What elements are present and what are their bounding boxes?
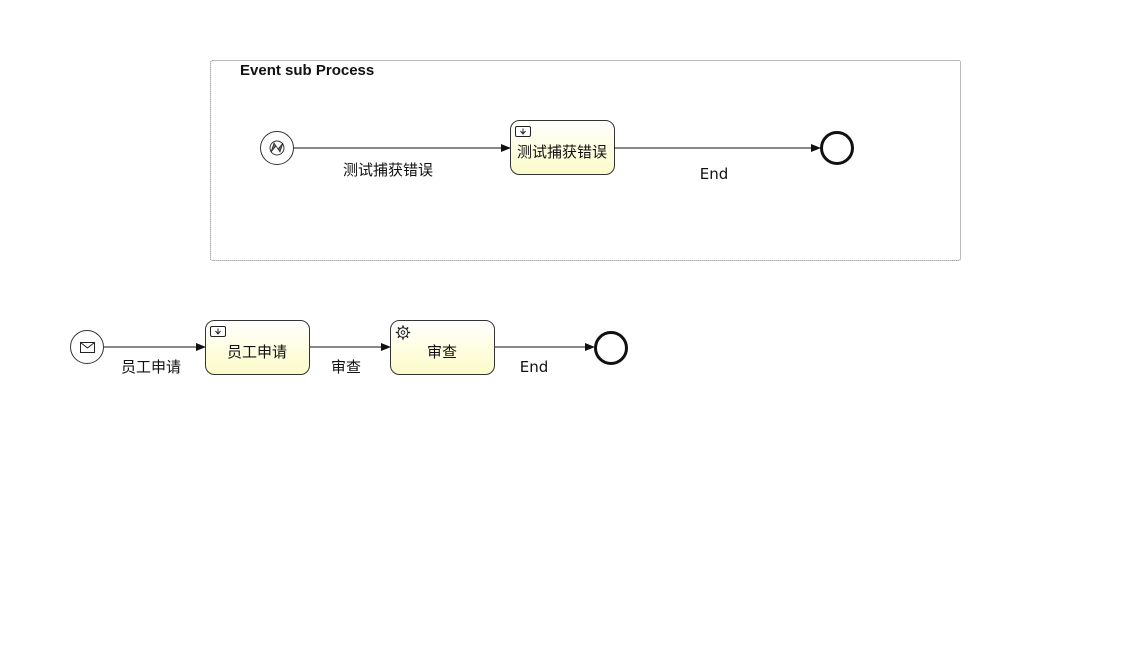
message-start-event[interactable] — [70, 330, 104, 364]
service-task-icon — [395, 325, 411, 340]
error-start-event[interactable] — [260, 131, 294, 165]
message-icon — [80, 342, 95, 353]
user-task[interactable]: 测试捕获错误 — [510, 120, 615, 175]
error-icon — [269, 140, 285, 156]
flow-label: 员工申请 — [121, 358, 181, 376]
subprocess-title: Event sub Process — [240, 62, 374, 79]
user-task-icon — [515, 126, 531, 137]
user-task[interactable]: 员工申请 — [205, 320, 310, 375]
task-label: 测试捕获错误 — [517, 143, 607, 161]
main-process: 员工申请 员工申请 审查 — [70, 320, 628, 376]
task-label: 员工申请 — [227, 343, 287, 361]
user-task-icon — [210, 326, 226, 337]
flow-label: End — [700, 165, 729, 183]
flow-label: 测试捕获错误 — [343, 161, 433, 179]
flow-label: End — [520, 358, 549, 376]
end-event[interactable] — [820, 131, 854, 165]
event-subprocess[interactable]: Event sub Process 测试捕获错误 测试捕获错误 — [210, 60, 961, 261]
end-event[interactable] — [594, 331, 628, 365]
subprocess-border — [210, 60, 961, 261]
service-task[interactable]: 审查 — [390, 320, 495, 375]
flow-label: 审查 — [331, 358, 361, 376]
task-label: 审查 — [427, 343, 457, 361]
